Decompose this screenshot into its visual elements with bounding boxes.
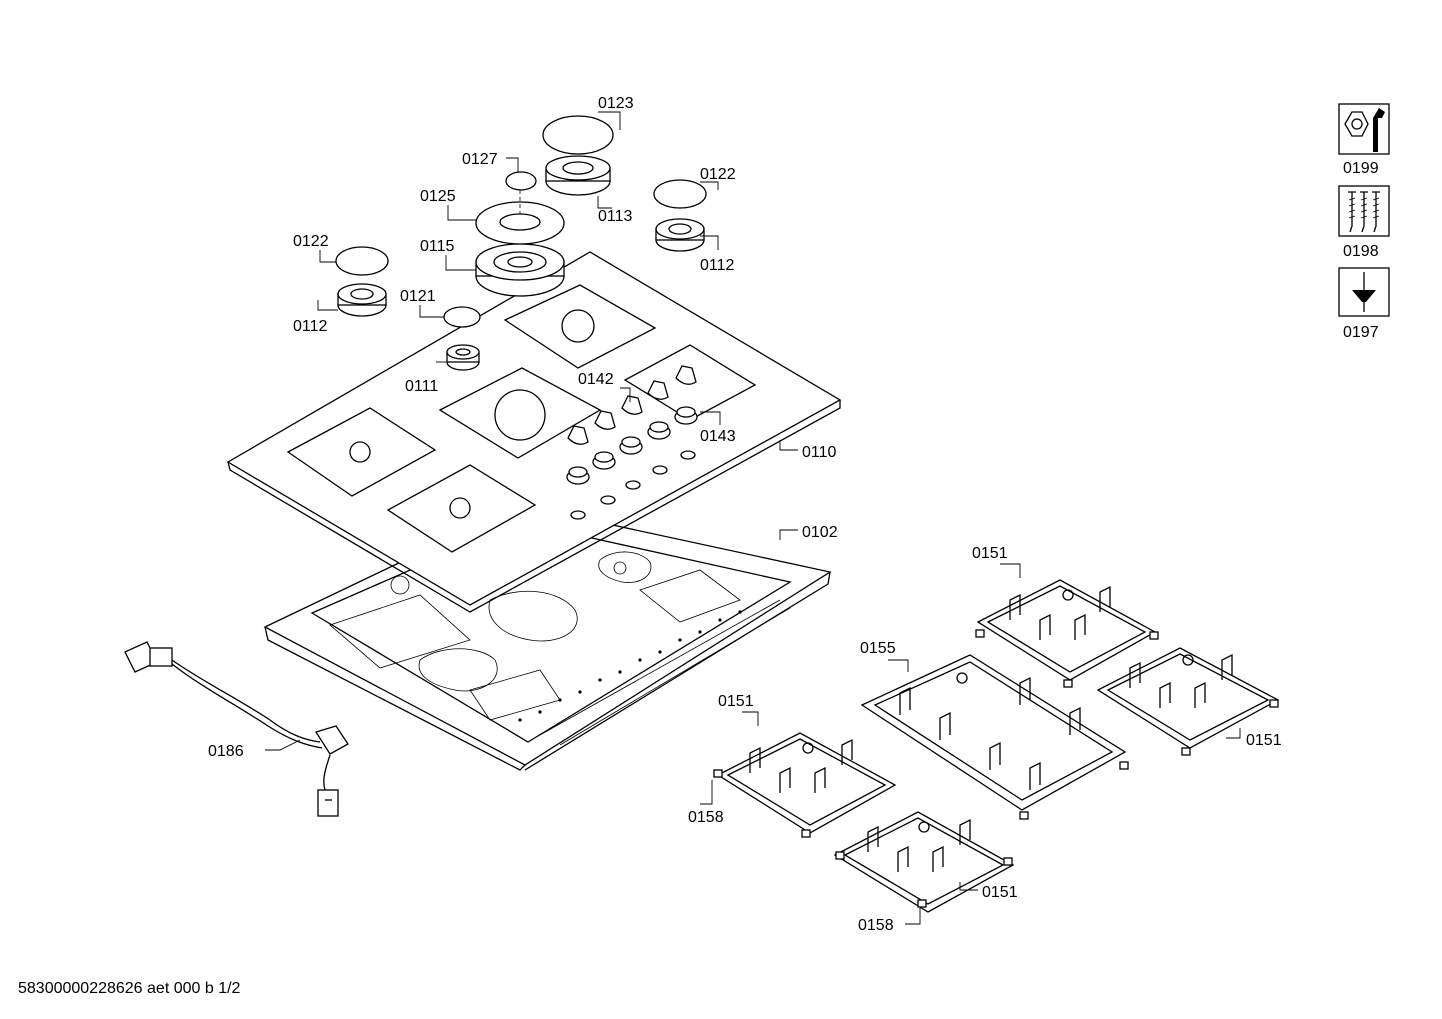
label-0110: 0110 — [802, 444, 837, 461]
pan-support-0151-bottom — [833, 811, 1015, 913]
control-knobs-0142 — [566, 365, 698, 485]
label-0115: 0115 — [420, 238, 455, 255]
label-0123: 0123 — [598, 95, 634, 112]
label-0151-right: 0151 — [1246, 732, 1282, 749]
label-0127: 0127 — [462, 151, 498, 168]
label-0142: 0142 — [578, 371, 614, 388]
burner-cap-0121 — [443, 306, 481, 328]
burner-0111 — [446, 344, 480, 371]
tool-code-0198: 0198 — [1343, 243, 1379, 260]
part-labels: 0123 0127 0125 0113 0122 0122 0115 0112 … — [208, 95, 1282, 934]
burner-cap-0127 — [505, 171, 537, 191]
tool-code-0199: 0199 — [1343, 160, 1379, 177]
burner-0113 — [545, 155, 611, 196]
rubber-feet-0158 — [713, 629, 1279, 908]
label-0155: 0155 — [860, 640, 896, 657]
tool-0197: 0197 — [1338, 267, 1390, 341]
nut-wrench-icon — [1344, 108, 1385, 152]
pan-support-0151-left — [716, 732, 897, 834]
flame-spreader-0125 — [475, 201, 565, 245]
label-0143: 0143 — [700, 428, 736, 445]
label-0151-left: 0151 — [718, 693, 754, 710]
leader-lines — [265, 111, 1241, 925]
label-0122-right: 0122 — [700, 166, 736, 183]
label-0112-left: 0112 — [293, 318, 328, 335]
label-0121: 0121 — [400, 288, 436, 305]
label-0158-left: 0158 — [688, 809, 724, 826]
label-0186: 0186 — [208, 743, 244, 760]
label-0113: 0113 — [598, 208, 633, 225]
burner-cap-0122-right — [653, 179, 707, 209]
screwdriver-icon — [1352, 272, 1376, 312]
tool-code-0197: 0197 — [1343, 324, 1379, 341]
label-0102: 0102 — [802, 524, 838, 541]
base-tray-0102 — [263, 504, 832, 771]
document-footer: 58300000228626 aet 000 b 1/2 — [18, 980, 241, 997]
label-0158-bottom: 0158 — [858, 917, 894, 934]
burner-0112-right — [655, 218, 705, 252]
burner-cap-0123 — [542, 115, 614, 155]
label-0112-right: 0112 — [700, 257, 735, 274]
label-0111: 0111 — [405, 378, 438, 395]
burner-cap-0122-left — [335, 246, 389, 276]
label-0125: 0125 — [420, 188, 456, 205]
label-0122-left: 0122 — [293, 233, 329, 250]
pan-support-0155-center — [860, 654, 1127, 811]
power-cord-0186 — [124, 641, 349, 817]
label-0151-bottom: 0151 — [982, 884, 1018, 901]
label-0151-top: 0151 — [972, 545, 1008, 562]
screws-icon — [1348, 191, 1380, 233]
burner-0112-left — [337, 283, 387, 317]
tool-0199: 0199 — [1338, 103, 1390, 177]
pan-support-0151-top — [976, 579, 1157, 681]
wok-burner-0115 — [475, 243, 565, 297]
tool-0198: 0198 — [1338, 185, 1390, 260]
